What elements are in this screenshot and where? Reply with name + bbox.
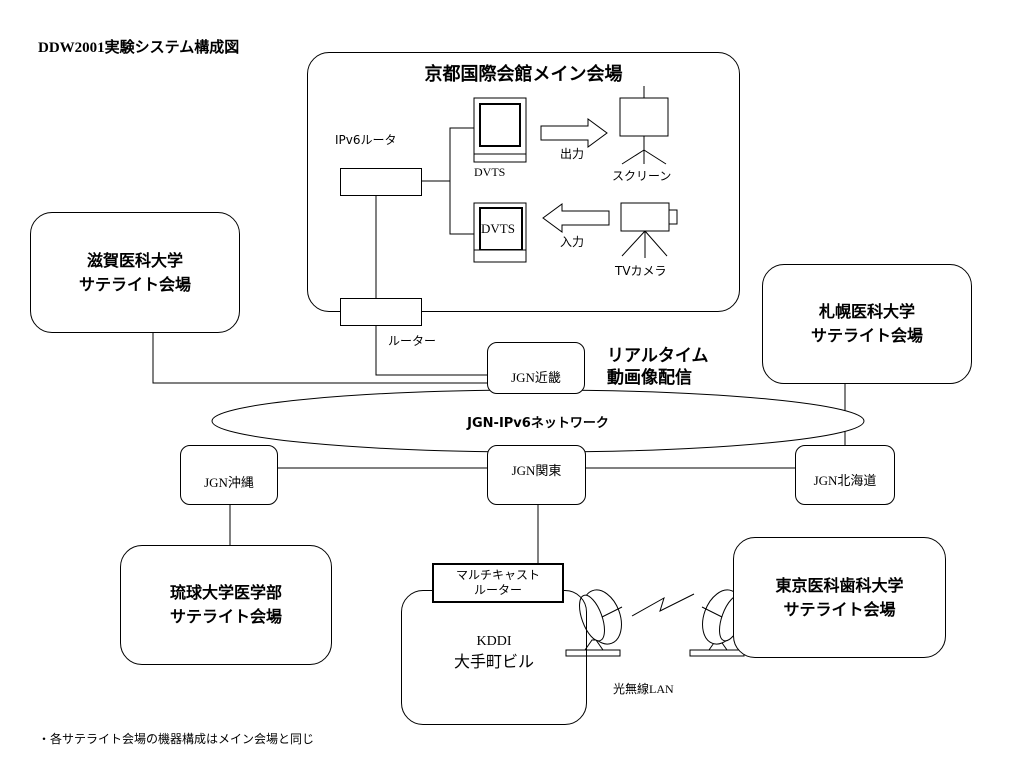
router-label: ルーター (388, 334, 437, 348)
multicast-router-line1: マルチキャスト (455, 568, 540, 582)
main-venue-title: 京都国際会館メイン会場 (424, 64, 623, 85)
ipv6-router-label: IPv6ルータ (335, 133, 397, 147)
output-label: 出力 (560, 147, 585, 161)
realtime-label: リアルタイム 動画像配信 (607, 345, 709, 389)
jgn-hokkaido-label: JGN北海道 (813, 472, 877, 488)
dvts-monitor-top (473, 97, 527, 163)
shiga-satellite-name: 滋賀医科大学 (86, 250, 183, 270)
realtime-label-line2: 動画像配信 (607, 368, 692, 388)
multicast-router-line2: ルーター (473, 583, 522, 597)
screen-label: スクリーン (612, 169, 672, 183)
jgn-kinki-label: JGN近畿 (511, 369, 561, 385)
tv-camera-drawing (620, 202, 678, 258)
jgn-kinki-node: JGN近畿 (487, 342, 585, 394)
screen-drawing (619, 86, 669, 165)
main-venue-box (307, 52, 740, 312)
tv-camera-label: TVカメラ (615, 264, 667, 278)
tokyo-satellite-subtitle: サテライト会場 (783, 599, 896, 619)
realtime-label-line1: リアルタイム (607, 346, 709, 366)
ryukyu-satellite-subtitle: サテライト会場 (169, 607, 282, 626)
ryukyu-satellite-box: 琉球大学医学部 サテライト会場 (120, 545, 332, 665)
input-label: 入力 (560, 235, 585, 249)
jgn-kanto-label: JGN関東 (511, 462, 562, 478)
kddi-label: KDDI 大手町ビル (401, 632, 587, 672)
jgn-okinawa-node: JGN沖縄 (180, 445, 278, 505)
multicast-router: マルチキャスト ルーター (432, 563, 564, 603)
footnote: ・各サテライト会場の機器構成はメイン会場と同じ (38, 732, 315, 746)
tokyo-satellite-name: 東京医科歯科大学 (775, 575, 904, 595)
dvts-bottom-screen-label: DVTS (481, 221, 515, 236)
wireless-link (631, 593, 695, 617)
input-arrow (542, 203, 610, 233)
wireless-label: 光無線LAN (613, 682, 674, 696)
dvts-top-label: DVTS (474, 165, 506, 179)
jgn-okinawa-label: JGN沖縄 (204, 474, 254, 490)
jgn-kanto-node: JGN関東 (487, 445, 586, 505)
tokyo-satellite-box: 東京医科歯科大学 サテライト会場 (733, 537, 946, 658)
dish-left (565, 589, 623, 657)
sapporo-satellite-name: 札幌医科大学 (818, 302, 915, 321)
sapporo-satellite-box: 札幌医科大学 サテライト会場 (762, 264, 972, 384)
lower-router (340, 298, 422, 326)
kddi-label-line1: KDDI (476, 634, 512, 649)
shiga-satellite-subtitle: サテライト会場 (78, 274, 191, 294)
network-label: JGN-IPv6ネットワーク (467, 416, 609, 431)
jgn-hokkaido-node: JGN北海道 (795, 445, 895, 505)
sapporo-satellite-subtitle: サテライト会場 (810, 326, 923, 345)
page-title: DDW2001実験システム構成図 (38, 40, 240, 56)
ryukyu-satellite-name: 琉球大学医学部 (169, 583, 282, 602)
dvts-monitor-bottom (473, 202, 527, 263)
output-arrow (540, 118, 608, 148)
shiga-satellite-box: 滋賀医科大学 サテライト会場 (30, 212, 240, 333)
kddi-label-line2: 大手町ビル (453, 652, 534, 671)
ipv6-router (340, 168, 422, 196)
